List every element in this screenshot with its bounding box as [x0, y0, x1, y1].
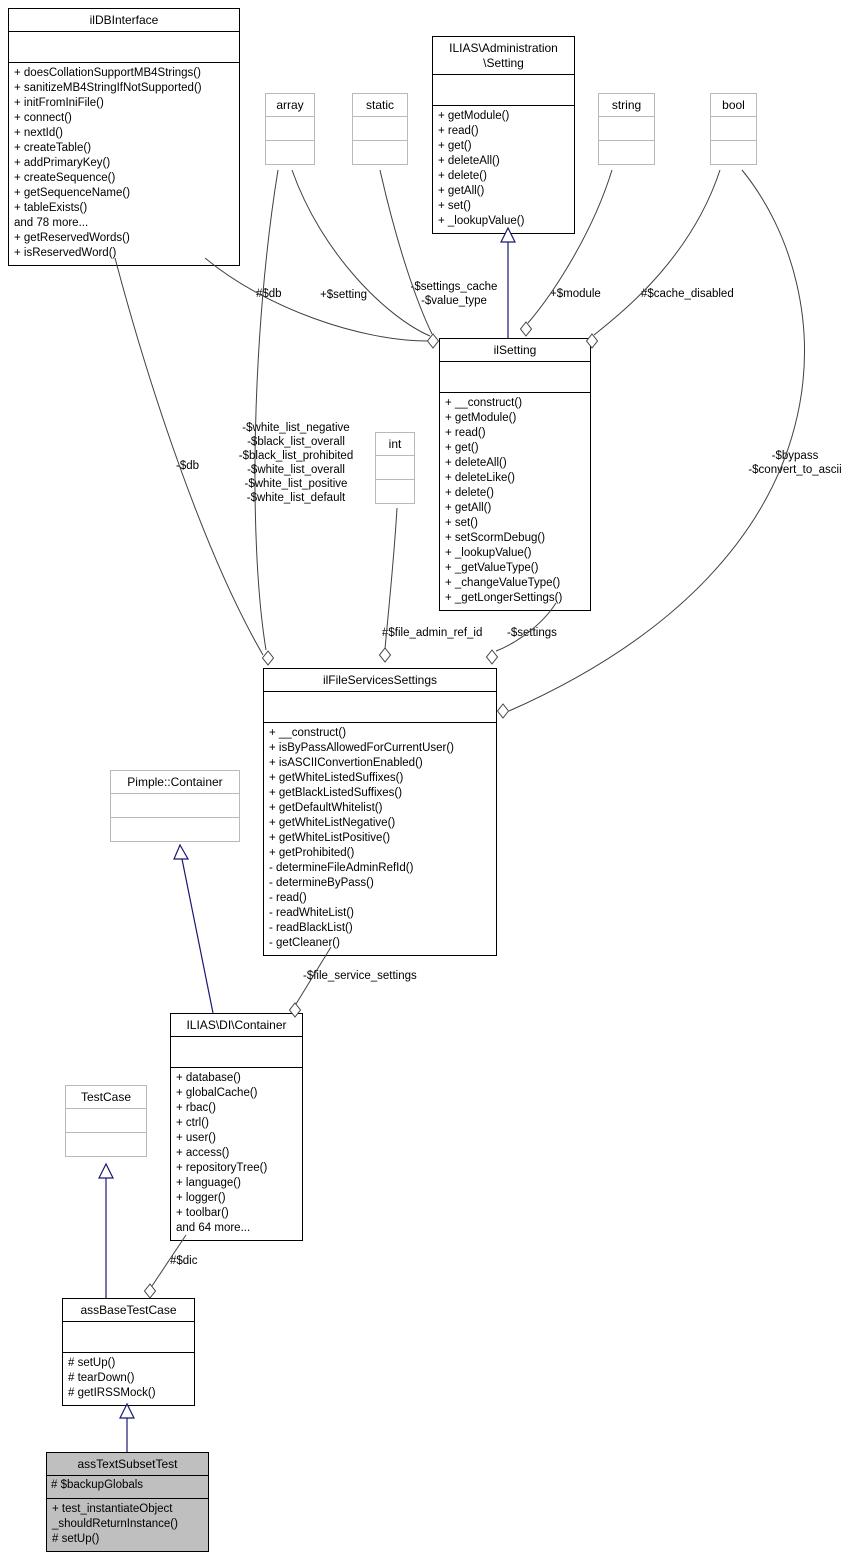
class-title: ilDBInterface: [9, 9, 239, 32]
class-box-ilias-di-container[interactable]: ILIAS\DI\Container + database() + global…: [170, 1013, 303, 1241]
edge-label-bypass: -$bypass -$convert_to_ascii: [748, 450, 842, 476]
class-methods: + __construct() + getModule() + read() +…: [445, 397, 563, 604]
class-attributes: [266, 117, 314, 141]
edge-label-file-admin-ref-id: #$file_admin_ref_id: [382, 627, 483, 639]
class-box-ildbinterface[interactable]: ilDBInterface + doesCollationSupportMB4S…: [8, 8, 240, 266]
class-box-testcase: TestCase: [65, 1085, 147, 1157]
class-title: array: [266, 94, 314, 117]
class-methods: + database() + globalCache() + rbac() + …: [176, 1072, 268, 1234]
inheritance-arrow-assbase: [119, 1402, 135, 1419]
aggregation-diamond-fss-bypass: [496, 703, 510, 719]
edge-label-db-fss: -$db: [176, 460, 200, 472]
class-box-asstextsubsettest: assTextSubsetTest # $backupGlobals + tes…: [46, 1452, 209, 1552]
edge-label-setting: +$setting: [320, 289, 367, 301]
aggregation-diamond-assbasetestcase: [143, 1283, 157, 1299]
edge-label-white-lists: -$white_list_negative -$black_list_overa…: [238, 422, 354, 504]
edge-label-file-service-settings: -$file_service_settings: [303, 970, 417, 982]
class-box-bool: bool: [710, 93, 757, 165]
class-title: ILIAS\DI\Container: [171, 1014, 302, 1037]
class-box-ilias-administration-setting[interactable]: ILIAS\Administration \Setting + getModul…: [432, 36, 575, 234]
class-title: int: [376, 433, 414, 456]
class-methods: # setUp() # tearDown() # getIRSSMock(): [68, 1357, 156, 1399]
edge-aggregation-db-ilsetting: [204, 257, 429, 342]
class-box-array: array: [265, 93, 315, 165]
class-attributes: [9, 32, 239, 63]
class-attributes: [599, 117, 654, 141]
class-box-int: int: [375, 432, 415, 504]
class-title: static: [353, 94, 407, 117]
class-box-assbasetestcase[interactable]: assBaseTestCase # setUp() # tearDown() #…: [62, 1298, 195, 1406]
edge-label-dic: #$dic: [170, 1255, 198, 1267]
class-methods: [66, 1133, 146, 1156]
class-title: ILIAS\Administration \Setting: [433, 37, 574, 75]
class-methods: [599, 141, 654, 164]
edge-aggregation-settingscache-ilsetting: [379, 169, 433, 335]
class-attributes: [66, 1109, 146, 1133]
edge-label-module: +$module: [550, 288, 601, 300]
class-box-ilsetting[interactable]: ilSetting + __construct() + getModule() …: [439, 338, 591, 611]
class-title: bool: [711, 94, 756, 117]
class-attributes: [711, 117, 756, 141]
class-methods: + doesCollationSupportMB4Strings() + san…: [14, 67, 202, 259]
class-methods: [376, 480, 414, 503]
class-box-pimple-container: Pimple::Container: [110, 770, 240, 842]
class-title: string: [599, 94, 654, 117]
class-methods: + test_instantiateObject _shouldReturnIn…: [52, 1503, 178, 1545]
aggregation-diamond-fss-settings: [485, 649, 499, 665]
edge-inheritance-dicontainer-pimple: [181, 858, 214, 1014]
class-methods: + getModule() + read() + get() + deleteA…: [438, 110, 525, 227]
class-title: assBaseTestCase: [63, 1299, 194, 1322]
aggregation-diamond-fss-left: [261, 650, 275, 666]
edge-aggregation-whitelists-fss: [254, 169, 279, 651]
inheritance-arrow-testcase: [98, 1162, 114, 1179]
class-box-string: string: [598, 93, 655, 165]
class-methods: [353, 141, 407, 164]
class-attributes: [440, 362, 590, 393]
class-title: Pimple::Container: [111, 771, 239, 794]
class-attributes: [264, 692, 496, 723]
aggregation-diamond-fss-fileadmin: [378, 647, 392, 663]
aggregation-diamond-ilsetting-module: [519, 321, 533, 337]
class-attributes: [433, 75, 574, 106]
class-title: ilFileServicesSettings: [264, 669, 496, 692]
class-methods: [266, 141, 314, 164]
inheritance-arrow-pimple: [173, 843, 190, 860]
edge-aggregation-cachedisabled-ilsetting: [593, 169, 721, 336]
class-title: assTextSubsetTest: [47, 1453, 208, 1476]
class-attributes: [376, 456, 414, 480]
class-attributes: [353, 117, 407, 141]
edge-label-db-ilsetting: #$db: [256, 288, 282, 300]
class-box-ilfileservicessettings[interactable]: ilFileServicesSettings + __construct() +…: [263, 668, 497, 956]
class-attributes: [63, 1322, 194, 1353]
edge-aggregation-setting-ilsetting: [291, 169, 431, 337]
class-methods: [111, 818, 239, 841]
edge-label-settings: -$settings: [507, 627, 557, 639]
edge-label-settings-cache: -$settings_cache -$value_type: [410, 281, 498, 307]
class-methods: [711, 141, 756, 164]
aggregation-diamond-ilsetting-left: [426, 333, 440, 349]
class-methods: + __construct() + isByPassAllowedForCurr…: [269, 727, 455, 949]
class-title: ilSetting: [440, 339, 590, 362]
class-title: TestCase: [66, 1086, 146, 1109]
class-attributes: # $backupGlobals: [47, 1476, 208, 1499]
class-attributes: [111, 794, 239, 818]
class-box-static: static: [352, 93, 408, 165]
class-attributes: [171, 1037, 302, 1068]
edge-label-cache-disabled: #$cache_disabled: [641, 288, 734, 300]
